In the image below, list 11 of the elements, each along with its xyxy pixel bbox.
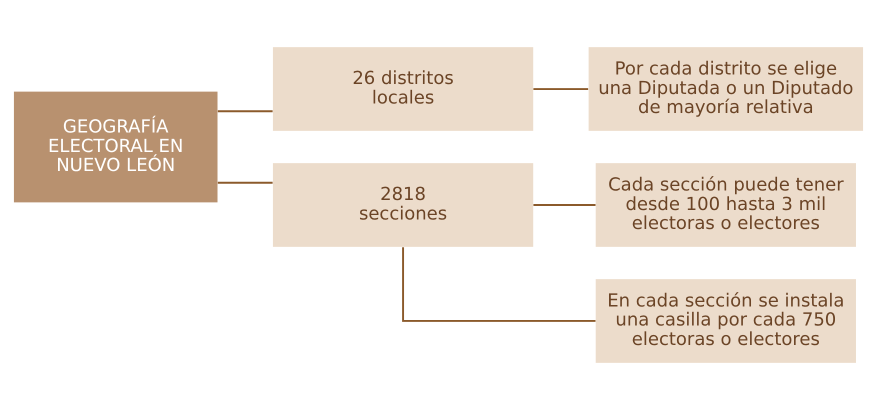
node-box: Por cada distrito se elige una Diputada o un Diputado de mayoría relativa (588, 46, 864, 130)
node-box: 2818 secciones (272, 162, 534, 246)
node-box: En cada sección se instala una casilla por cada 750 electoras o electores (596, 278, 856, 362)
node-box: 26 distritos locales (272, 46, 534, 130)
connector (402, 246, 596, 322)
node-box: GEOGRAFÍA ELECTORAL EN NUEVO LEÓN (14, 91, 218, 202)
connector (218, 181, 273, 184)
connector (533, 204, 596, 206)
connector (533, 88, 588, 90)
connector (218, 110, 273, 112)
node-box: Cada sección puede tener desde 100 hasta 3 mil electoras o electores (596, 162, 856, 246)
